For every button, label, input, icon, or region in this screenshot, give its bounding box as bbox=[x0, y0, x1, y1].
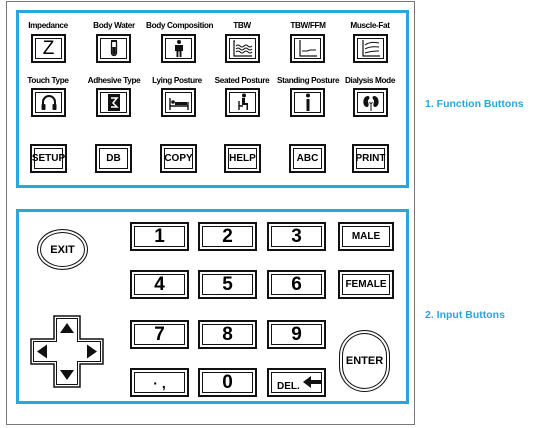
seated-person-icon bbox=[237, 93, 248, 110]
digit-0-button[interactable]: 0 bbox=[198, 368, 257, 397]
print-button[interactable]: PRINT bbox=[352, 144, 389, 173]
help-button[interactable]: HELP bbox=[224, 144, 261, 173]
digit-2-button[interactable]: 2 bbox=[198, 222, 257, 251]
delete-label: DEL. bbox=[277, 381, 300, 392]
female-button[interactable]: FEMALE bbox=[338, 270, 394, 299]
digit-7-button[interactable]: 7 bbox=[130, 320, 189, 349]
label-touch-type: Touch Type bbox=[27, 76, 69, 85]
label-standing-posture: Standing Posture bbox=[277, 76, 340, 85]
direction-pad[interactable] bbox=[27, 313, 107, 390]
lying-posture-button[interactable] bbox=[161, 88, 196, 117]
seated-posture-button[interactable] bbox=[225, 88, 260, 117]
label-tbw-ffm: TBW/FFM bbox=[290, 21, 326, 30]
test-tube-icon bbox=[110, 40, 117, 57]
db-button[interactable]: DB bbox=[95, 144, 132, 173]
label-body-composition: Body Composition bbox=[146, 21, 214, 30]
input-buttons-callout: 2. Input Buttons bbox=[425, 309, 505, 321]
lying-person-icon bbox=[168, 98, 189, 110]
label-muscle-fat: Muscle-Fat bbox=[350, 21, 390, 30]
backspace-arrow-icon bbox=[302, 375, 321, 388]
adhesive-electrode-icon bbox=[107, 94, 120, 111]
impedance-button[interactable]: Z bbox=[31, 34, 66, 63]
arrow-left-icon[interactable] bbox=[37, 344, 47, 359]
punctuation-button[interactable]: · , bbox=[130, 368, 189, 397]
digit-1-button[interactable]: 1 bbox=[130, 222, 189, 251]
stacked-lines-graph-icon bbox=[361, 40, 380, 57]
digit-4-button[interactable]: 4 bbox=[130, 270, 189, 299]
function-buttons-panel bbox=[16, 10, 409, 188]
body-composition-button[interactable] bbox=[161, 34, 196, 63]
arrow-down-icon[interactable] bbox=[60, 370, 74, 380]
muscle-fat-button[interactable] bbox=[353, 34, 388, 63]
body-figure-icon bbox=[174, 40, 183, 57]
abc-button[interactable]: ABC bbox=[289, 144, 326, 173]
label-adhesive-type: Adhesive Type bbox=[87, 76, 141, 85]
tbw-ffm-button[interactable] bbox=[290, 34, 325, 63]
label-seated-posture: Seated Posture bbox=[214, 76, 270, 85]
label-lying-posture: Lying Posture bbox=[152, 76, 202, 85]
delete-button[interactable]: DEL. bbox=[267, 368, 326, 397]
dialysis-mode-button[interactable] bbox=[353, 88, 388, 117]
label-tbw: TBW bbox=[233, 21, 251, 30]
tbw-button[interactable] bbox=[225, 34, 260, 63]
digit-5-button[interactable]: 5 bbox=[198, 270, 257, 299]
digit-6-button[interactable]: 6 bbox=[267, 270, 326, 299]
arrow-right-icon[interactable] bbox=[87, 344, 97, 359]
line-graph-icon bbox=[298, 40, 317, 57]
arrow-up-icon[interactable] bbox=[60, 323, 74, 333]
touch-type-button[interactable] bbox=[31, 88, 66, 117]
digit-9-button[interactable]: 9 bbox=[267, 320, 326, 349]
label-impedance: Impedance bbox=[28, 21, 68, 30]
male-button[interactable]: MALE bbox=[338, 222, 394, 251]
setup-button[interactable]: SETUP bbox=[30, 144, 67, 173]
standing-person-icon bbox=[305, 93, 310, 111]
water-waves-icon bbox=[232, 40, 252, 57]
kidneys-icon bbox=[362, 96, 379, 111]
headphone-clip-icon bbox=[41, 95, 56, 110]
z-letter-icon: Z bbox=[42, 37, 55, 59]
label-dialysis-mode: Dialysis Mode bbox=[344, 76, 396, 85]
adhesive-type-button[interactable] bbox=[96, 88, 131, 117]
digit-3-button[interactable]: 3 bbox=[267, 222, 326, 251]
digit-8-button[interactable]: 8 bbox=[198, 320, 257, 349]
function-buttons-callout: 1. Function Buttons bbox=[425, 98, 524, 110]
copy-button[interactable]: COPY bbox=[160, 144, 197, 173]
standing-posture-button[interactable] bbox=[290, 88, 325, 117]
label-body-water: Body Water bbox=[93, 21, 135, 30]
body-water-button[interactable] bbox=[96, 34, 131, 63]
enter-button[interactable]: ENTER bbox=[339, 330, 390, 392]
exit-button[interactable]: EXIT bbox=[37, 229, 88, 270]
